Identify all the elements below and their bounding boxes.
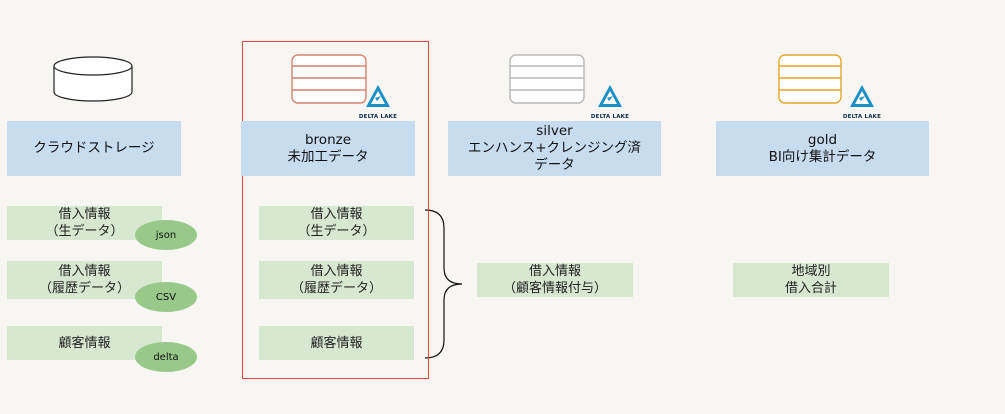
bronze-item: 借入情報 （履歴データ） xyxy=(259,261,414,299)
item-sublabel: （生データ） xyxy=(297,224,376,239)
item-sublabel: （履歴データ） xyxy=(38,281,130,296)
bronze-subtitle: 未加工データ xyxy=(287,148,369,165)
item-label: 借入情報 xyxy=(310,207,363,222)
delta-lake-text: DELTA LAKE xyxy=(590,114,630,120)
gold-header: gold BI向け集計データ xyxy=(716,121,929,176)
silver-database-icon xyxy=(509,54,585,104)
delta-lake-text: DELTA LAKE xyxy=(358,114,398,120)
merge-brace xyxy=(424,209,463,359)
silver-subtitle-2: データ xyxy=(534,157,575,173)
item-label: 借入情報 xyxy=(58,207,111,222)
delta-lake-logo: DELTA LAKE xyxy=(836,84,888,120)
bronze-highlight-frame xyxy=(242,41,429,379)
silver-title: silver xyxy=(536,123,573,139)
silver-header: silver エンハンス+クレンジング済 データ xyxy=(448,121,661,176)
delta-lake-text: DELTA LAKE xyxy=(842,114,882,120)
gold-subtitle: BI向け集計データ xyxy=(768,148,877,165)
bronze-header: bronze 未加工データ xyxy=(241,121,415,176)
bronze-title: bronze xyxy=(304,131,352,148)
item-sublabel: 借入合計 xyxy=(784,281,837,296)
gold-item: 地域別 借入合計 xyxy=(733,263,889,297)
delta-lake-icon xyxy=(850,85,874,107)
silver-subtitle: エンハンス+クレンジング済 xyxy=(467,140,642,156)
delta-lake-icon xyxy=(366,85,390,107)
item-label: 借入情報 xyxy=(58,264,111,279)
item-sublabel: （生データ） xyxy=(45,224,124,239)
delta-lake-logo: DELTA LAKE xyxy=(352,84,404,120)
storage-cylinder-icon xyxy=(53,56,133,102)
bronze-item: 顧客情報 xyxy=(259,326,414,360)
storage-header: クラウドストレージ xyxy=(7,121,181,176)
format-badge: json xyxy=(135,220,197,250)
delta-lake-logo: DELTA LAKE xyxy=(584,84,636,120)
gold-database-icon xyxy=(778,54,842,104)
storage-item: 借入情報 （履歴データ） xyxy=(7,261,162,299)
item-label: 地域別 xyxy=(791,264,831,279)
item-label: 借入情報 xyxy=(528,264,581,279)
item-sublabel: （顧客情報付与） xyxy=(502,281,607,296)
bronze-item: 借入情報 （生データ） xyxy=(259,206,414,240)
storage-title: クラウドストレージ xyxy=(33,140,155,156)
gold-title: gold xyxy=(807,131,838,148)
silver-item: 借入情報 （顧客情報付与） xyxy=(477,263,633,297)
format-badge: delta xyxy=(135,342,197,372)
item-label: 顧客情報 xyxy=(310,335,363,351)
item-label: 借入情報 xyxy=(310,264,363,279)
bronze-database-icon xyxy=(291,54,367,104)
format-badge: CSV xyxy=(135,282,197,312)
item-sublabel: （履歴データ） xyxy=(290,281,382,296)
item-label: 顧客情報 xyxy=(58,335,111,351)
delta-lake-icon xyxy=(598,85,622,107)
